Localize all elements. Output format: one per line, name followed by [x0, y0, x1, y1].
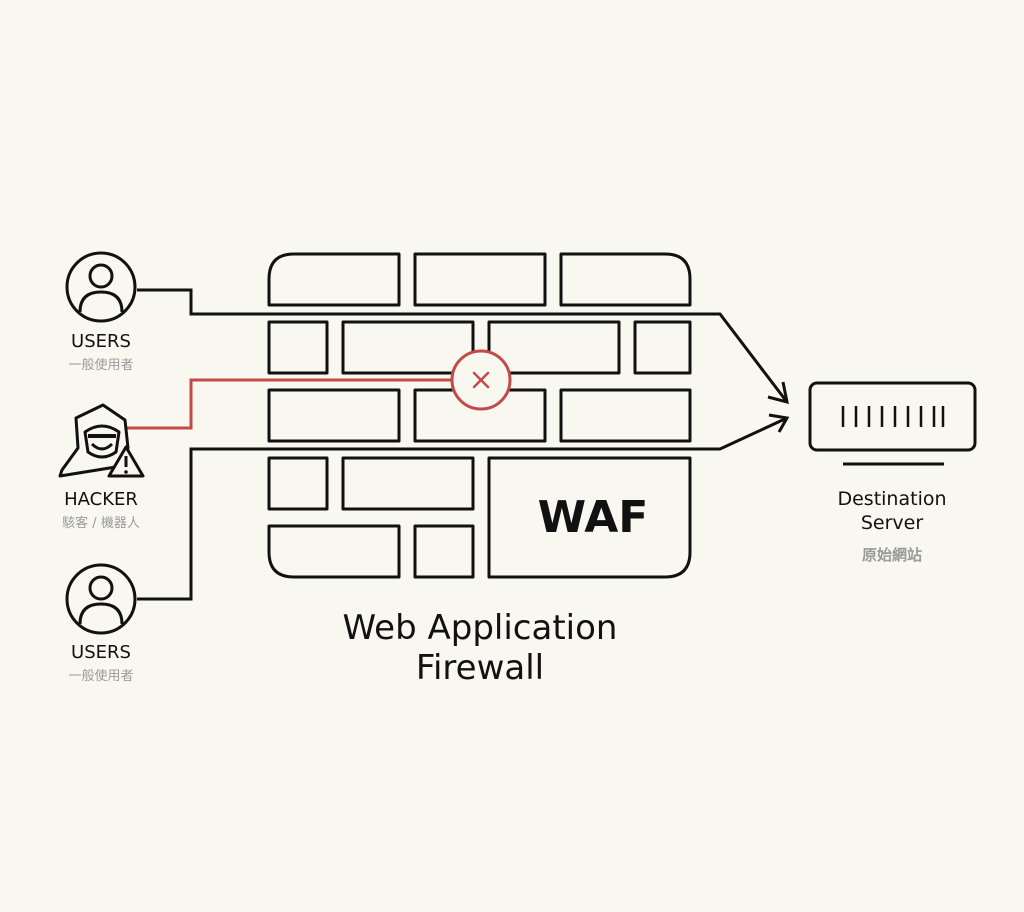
server-icon: [808, 381, 977, 466]
actor-user-bottom: USERS 一般使用者: [65, 563, 137, 684]
user-bottom-sublabel: 一般使用者: [68, 668, 133, 684]
brick: [267, 320, 329, 375]
traffic-paths: [126, 288, 790, 601]
firewall-title-line2: Firewall: [416, 648, 544, 688]
user-top-sublabel: 一般使用者: [68, 357, 133, 373]
firewall-title-line1: Web Application: [343, 608, 618, 648]
actor-user-top: USERS 一般使用者: [65, 251, 137, 373]
brick: [341, 320, 475, 375]
waf-badge: WAF: [538, 492, 649, 543]
brick: [559, 388, 692, 443]
destination-sublabel: 原始網站: [862, 546, 922, 564]
brick: [267, 252, 401, 307]
user-bottom-path: [137, 416, 788, 601]
destination-label-line2: Server: [861, 512, 923, 534]
brick: [487, 320, 621, 375]
firewall-wall: [267, 252, 692, 579]
brick: [559, 252, 692, 307]
brick: [267, 524, 401, 579]
hacker-label: HACKER: [64, 489, 138, 510]
destination-server: Destination Server 原始網站: [808, 381, 977, 564]
hacker-sublabel: 駭客 / 機器人: [62, 515, 140, 531]
user-icon: [65, 563, 137, 635]
block-marker: [450, 349, 512, 411]
user-top-label: USERS: [71, 331, 131, 352]
user-icon: [65, 251, 137, 323]
brick: [413, 252, 547, 307]
brick: [341, 456, 475, 511]
arrowhead-bottom: [768, 413, 790, 433]
brick: [633, 320, 692, 375]
warning-icon: [107, 445, 145, 478]
actor-hacker: HACKER 駭客 / 機器人: [58, 403, 145, 531]
brick: [267, 456, 329, 511]
hacker-icon: [58, 403, 130, 478]
waf-brick: [487, 456, 692, 579]
user-top-path: [137, 288, 789, 403]
x-icon: [472, 371, 490, 389]
brick: [413, 524, 475, 579]
user-bottom-label: USERS: [71, 642, 131, 663]
hacker-path: [126, 378, 452, 430]
destination-label-line1: Destination: [837, 488, 946, 510]
arrowhead-top: [767, 381, 789, 405]
brick: [267, 388, 401, 443]
